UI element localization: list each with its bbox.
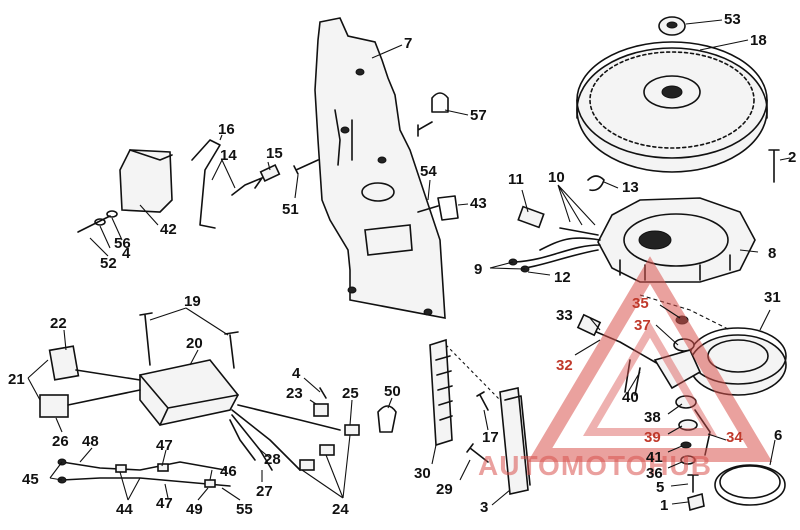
clamp-57 [431,92,449,113]
callout-labels: 53 18 2 7 57 16 14 15 51 54 43 42 56 4 5… [8,11,796,518]
screw-51 [293,159,319,175]
label-32: 32 [556,357,573,374]
label-10: 10 [548,169,565,186]
label-33: 33 [556,307,573,324]
label-34: 34 [726,429,743,446]
label-39: 39 [644,429,661,446]
flywheel [576,41,768,173]
label-50: 50 [384,383,401,400]
clip-50 [377,405,397,433]
label-1: 1 [660,497,668,514]
leader-lines [27,19,791,506]
label-36: 36 [646,465,663,482]
mounting-bracket [314,17,446,319]
power-pack [139,359,239,426]
flywheel-nut [658,16,686,36]
label-29: 29 [436,481,453,498]
label-20: 20 [186,335,203,352]
screw-29 [466,443,489,463]
spark-plug-boot-16 [191,139,221,229]
label-4-lower: 4 [292,365,301,382]
stator [597,197,756,283]
label-2: 2 [788,149,796,166]
label-48: 48 [82,433,99,450]
label-16: 16 [218,121,235,138]
spark-plug-leads-14-15 [231,164,281,196]
label-56: 56 [114,235,131,252]
power-pack-harness [229,404,360,471]
wire-clip-13 [587,175,605,192]
label-47-upper: 47 [156,437,173,454]
label-5: 5 [656,479,664,496]
stator-wires [508,205,601,273]
label-51: 51 [282,201,299,218]
label-38: 38 [644,409,661,426]
label-21: 21 [8,371,25,388]
label-54: 54 [420,163,437,180]
label-6: 6 [774,427,782,444]
terminal-block [429,338,501,447]
watermark-text: AUTOMOTOHUB [478,450,712,481]
wire-leads-lower [57,458,231,488]
label-46: 46 [220,463,237,480]
label-57: 57 [470,107,487,124]
screw-5 [687,474,699,493]
label-7: 7 [404,35,412,52]
label-41: 41 [646,449,663,466]
label-22: 22 [50,315,67,332]
label-26: 26 [52,433,69,450]
label-43: 43 [470,195,487,212]
label-35: 35 [632,295,649,312]
label-28: 28 [264,451,281,468]
label-17: 17 [482,429,499,446]
ignition-coil [119,149,173,213]
label-47-lower: 47 [156,495,173,512]
label-3: 3 [480,499,488,516]
label-42: 42 [160,221,177,238]
label-9: 9 [474,261,482,278]
label-8: 8 [768,245,776,262]
label-27: 27 [256,483,273,500]
screw-54 [417,121,433,137]
bolts-19 [139,312,239,369]
label-19: 19 [184,293,201,310]
label-25: 25 [342,385,359,402]
label-14: 14 [220,147,237,164]
screw-4-lower [319,387,327,399]
retaining-ring-6 [714,464,786,506]
screw-17 [476,391,489,411]
label-15: 15 [266,145,283,162]
label-24: 24 [332,501,349,518]
label-23: 23 [286,385,303,402]
label-53: 53 [724,11,741,28]
label-49: 49 [186,501,203,518]
label-30: 30 [414,465,431,482]
label-4-upper: 4 [122,245,131,262]
connectors-21-22-26 [39,345,141,418]
label-37: 37 [634,317,651,334]
label-12: 12 [554,269,571,286]
label-55: 55 [236,501,253,518]
screw-2 [768,149,780,183]
label-18: 18 [750,32,767,49]
label-44: 44 [116,501,133,518]
label-31: 31 [764,289,781,306]
clip-1 [687,492,705,512]
label-13: 13 [622,179,639,196]
bolt-washer-52-4-56 [77,210,118,233]
terminal-23 [313,403,329,417]
cover-3 [499,387,531,495]
label-45: 45 [22,471,39,488]
dashed-guide [639,294,731,331]
label-40: 40 [622,389,639,406]
label-11: 11 [508,171,524,188]
clamp-43 [417,195,459,221]
label-52: 52 [100,255,117,272]
watermark-logo: AUTOMOTOHUB [478,256,773,481]
